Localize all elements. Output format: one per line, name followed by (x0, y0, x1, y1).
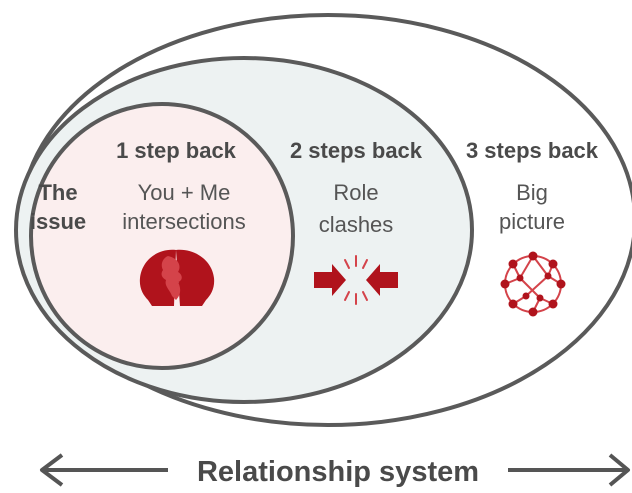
step2-line2: clashes (319, 212, 394, 237)
step1-line2: intersections (122, 209, 246, 234)
network-globe-icon (500, 251, 566, 317)
axis-label: Relationship system (197, 456, 479, 488)
axis-left-arrow (40, 453, 168, 487)
step1-line1: You + Me (138, 180, 231, 205)
axis-right-arrow (508, 453, 630, 487)
issue-label-line2: issue (30, 209, 86, 234)
two-faces-icon (139, 249, 215, 306)
step2-line1: Role (333, 180, 378, 205)
step2-title: 2 steps back (290, 138, 423, 163)
issue-label-line1: The (38, 180, 77, 205)
step3-title: 3 steps back (466, 138, 599, 163)
step3-line1: Big (516, 180, 548, 205)
step1-title: 1 step back (116, 138, 237, 163)
arrow-right-icon (608, 453, 630, 487)
clash-arrows-icon (314, 255, 398, 305)
step3-line2: picture (499, 209, 565, 234)
arrow-left-icon (40, 453, 64, 487)
inner-circle-issue (29, 102, 295, 370)
